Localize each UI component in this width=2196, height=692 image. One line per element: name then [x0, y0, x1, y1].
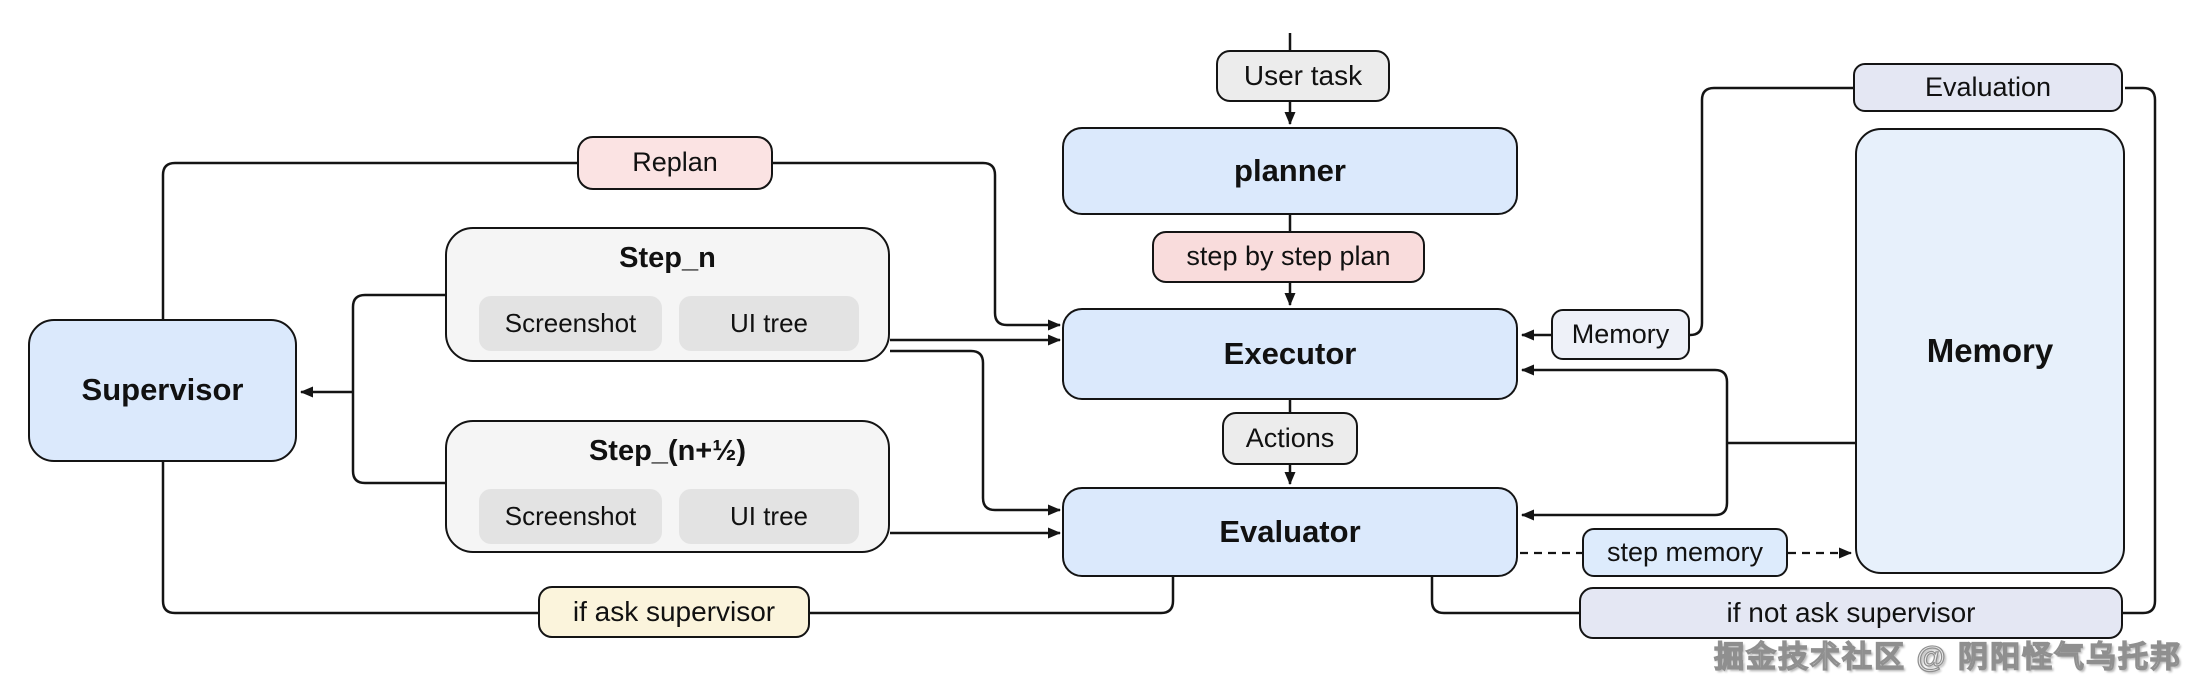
edge-evaluator-ifnotask [1430, 577, 1579, 615]
replan-label: Replan [577, 136, 773, 190]
step-n-panel: Step_n Screenshot UI tree [445, 227, 890, 362]
step-memory-label: step memory [1582, 528, 1788, 577]
edge-replan-executor [773, 161, 1061, 331]
step-n-half-screenshot-chip: Screenshot [479, 489, 662, 544]
edge-memorystore-evaluator [1521, 443, 1729, 521]
executor-node: Executor [1062, 308, 1518, 400]
edge-ifnotask-evaluation [2123, 86, 2157, 615]
edge-bracket-stepnhalf [351, 392, 445, 485]
evaluation-label: Evaluation [1853, 63, 2123, 112]
actions-label: Actions [1222, 412, 1358, 465]
memory-store-node: Memory [1855, 128, 2125, 574]
step-n-half-panel: Step_(n+½) Screenshot UI tree [445, 420, 890, 553]
if-not-ask-supervisor-label: if not ask supervisor [1579, 587, 2123, 639]
step-n-half-uitree-chip: UI tree [679, 489, 859, 544]
edge-bracket-stepn [351, 293, 445, 392]
edge-stepn-evaluator [890, 349, 1061, 516]
watermark-text: 掘金技术社区 @ 阴阳怪气乌托邦 [1713, 640, 2182, 674]
step-n-screenshot-chip: Screenshot [479, 296, 662, 351]
if-ask-supervisor-label: if ask supervisor [538, 586, 810, 638]
step-n-title: Step_n [619, 242, 716, 274]
user-task-node: User task [1216, 50, 1390, 102]
memory-feed-node: Memory [1551, 309, 1690, 360]
planner-node: planner [1062, 127, 1518, 215]
edge-replan-supervisor-ifask-loop [161, 161, 1175, 615]
edge-evaluation-memoryfeed [1689, 86, 1853, 337]
step-n-half-title: Step_(n+½) [588, 435, 747, 467]
edge-memorystore-executor [1521, 364, 1729, 443]
evaluator-node: Evaluator [1062, 487, 1518, 577]
step-n-uitree-chip: UI tree [679, 296, 859, 351]
step-by-step-plan-label: step by step plan [1152, 231, 1425, 283]
supervisor-node: Supervisor [28, 319, 297, 462]
